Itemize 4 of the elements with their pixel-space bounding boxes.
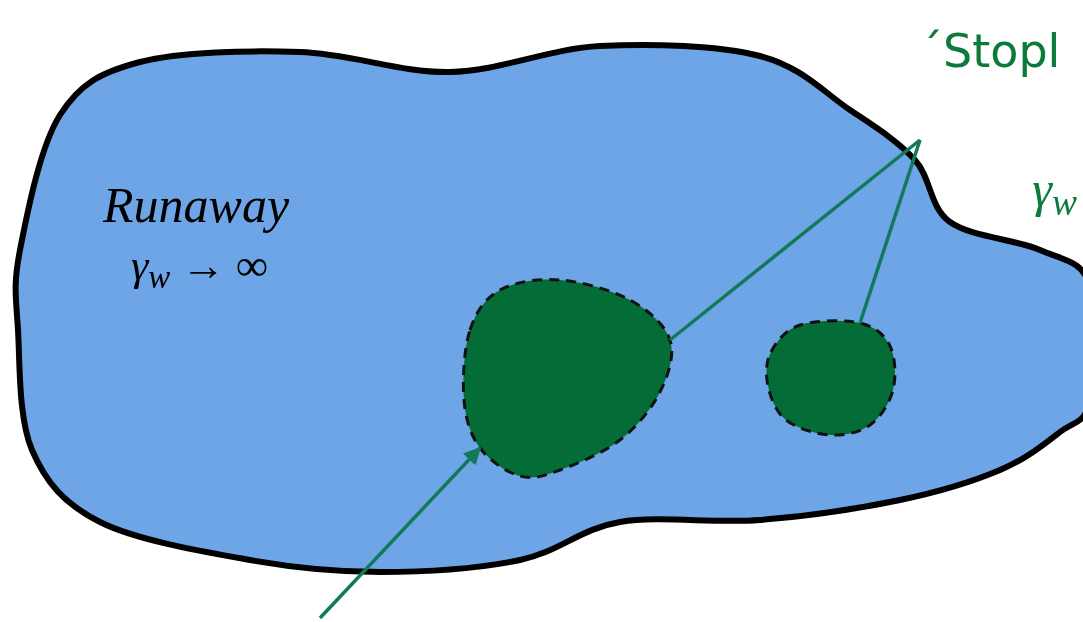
leader-line — [668, 138, 922, 342]
arrow — [318, 446, 482, 620]
formula-text: γ$_{w}$ → ∞ — [131, 244, 269, 288]
leader-line — [858, 139, 922, 324]
